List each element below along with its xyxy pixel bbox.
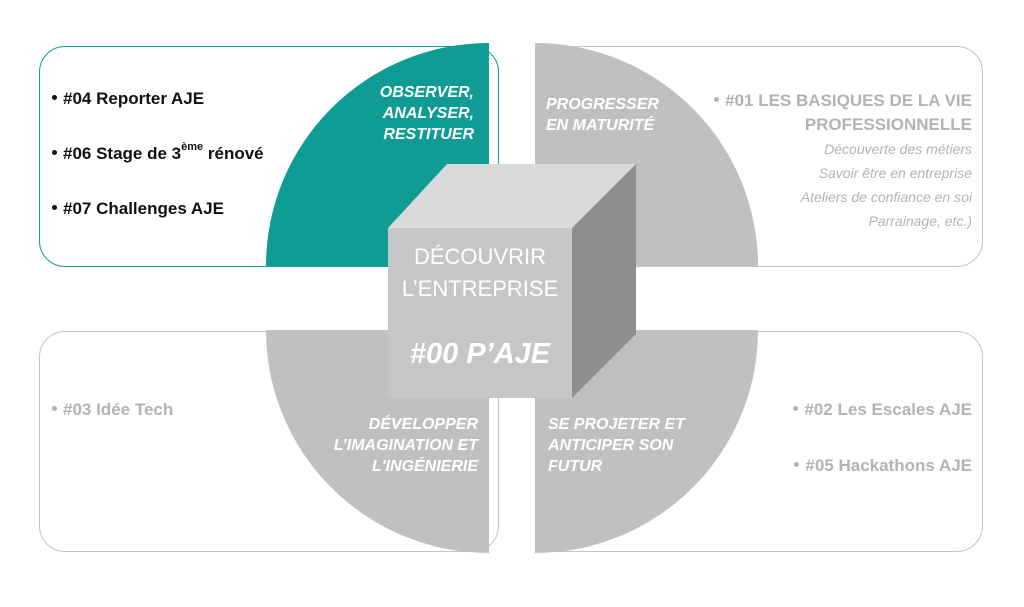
program-01-title-line2: PROFESSIONNELLE [804,115,972,134]
list-item: #06 Stage de 3ème rénové [52,142,264,164]
list-item: #05 Hackathons AJE [793,456,972,476]
program-01-detail: Parrainage, etc.) [868,213,973,229]
quadrant-label-project: SE PROJETER ET ANTICIPER SON FUTUR [548,416,685,475]
quadrant-bottom-right [535,330,758,553]
cube-side-face [572,164,636,398]
list-item: #07 Challenges AJE [52,199,264,219]
cube-front-face [388,228,572,398]
quadrant-label-progress: PROGRESSER EN MATURITÉ [546,96,659,134]
bullet-icon [52,95,57,101]
list-programs-top-left: #04 Reporter AJE #06 Stage de 3ème rénov… [52,89,264,254]
program-01-detail: Savoir être en entreprise [818,165,972,181]
program-01-block: #01 LES BASIQUES DE LA VIE PROFESSIONNEL… [672,89,972,233]
bullet-icon [52,406,57,412]
bullet-icon [793,406,799,412]
list-item: #02 Les Escales AJE [793,400,972,420]
quadrant-label-develop: DÉVELOPPER L’IMAGINATION ET L'INGÉNIERIE [333,416,478,475]
cube-program-code: #00 P’AJE [409,338,551,370]
bullet-icon [52,150,57,156]
list-item: #04 Reporter AJE [52,89,264,109]
bullet-icon [714,97,720,103]
list-programs-bottom-right: #02 Les Escales AJE #05 Hackathons AJE [793,400,972,512]
bullet-icon [794,462,800,468]
program-01-title: #01 LES BASIQUES DE LA VIE [725,91,972,110]
program-03-item: #03 Idée Tech [52,400,173,420]
cube-top-face [388,164,636,228]
quadrant-label-observe: OBSERVER, ANALYSER, RESTITUER [379,84,474,143]
program-01-detail: Ateliers de confiance en soi [800,189,972,205]
program-01-detail: Découverte des métiers [824,141,972,157]
bullet-icon [52,205,57,211]
cube-title: DÉCOUVRIR L’ENTREPRISE [401,244,559,301]
